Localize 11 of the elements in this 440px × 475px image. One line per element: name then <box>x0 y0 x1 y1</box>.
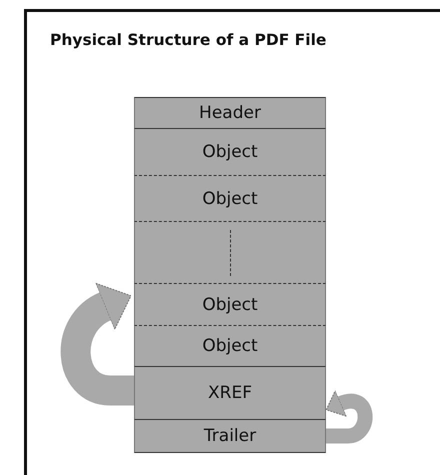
file-section: Trailer <box>134 419 326 453</box>
curved-arrow <box>325 390 372 444</box>
file-section: Object <box>134 283 326 325</box>
omitted-sections-box <box>134 221 326 283</box>
curved-arrow <box>60 284 134 406</box>
file-section: Object <box>134 325 326 366</box>
file-section: XREF <box>134 366 326 419</box>
diagram-title: Physical Structure of a PDF File <box>50 31 326 49</box>
file-section: Header <box>134 97 326 128</box>
file-section: Object <box>134 128 326 175</box>
file-section: Object <box>134 175 326 221</box>
